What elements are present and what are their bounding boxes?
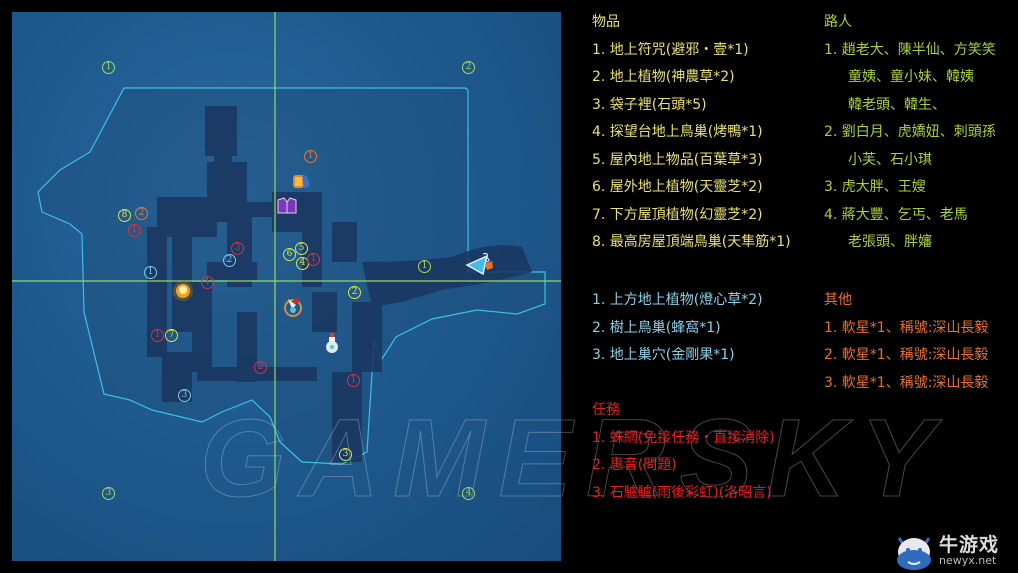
map-marker-green[interactable]: 1 bbox=[102, 61, 115, 74]
map-marker-yellow[interactable]: 2 bbox=[348, 286, 361, 299]
item-entry: 7. 下方屋頂植物(幻靈芝*2) bbox=[592, 206, 763, 223]
hidden-item-entry: 2. 樹上鳥巢(蜂窩*1) bbox=[592, 319, 721, 336]
map-marker-yellow[interactable]: 7 bbox=[165, 329, 178, 342]
people-line: 2. 劉白月、虎嬌妞、刺頭孫 bbox=[824, 124, 996, 140]
site-logo[interactable]: 牛游戏 newyx.net bbox=[893, 528, 1018, 573]
map-marker-green[interactable]: 2 bbox=[462, 61, 475, 74]
map-marker-yellow[interactable]: 5 bbox=[295, 242, 308, 255]
hidden-items-list: 1. 上方地上植物(燈心草*2) 2. 樹上鳥巢(蜂窩*1) 3. 地上巢穴(金… bbox=[592, 287, 763, 370]
map-marker-red[interactable]: 1 bbox=[128, 224, 141, 237]
npc-figure-icon[interactable] bbox=[282, 295, 304, 317]
item-entry: 8. 最高房屋頂端鳥巢(天隼筋*1) bbox=[592, 234, 791, 250]
item-entry: 2. 地上植物(神農草*2) bbox=[592, 69, 735, 85]
map-marker-red[interactable]: 1 bbox=[201, 276, 214, 289]
map-marker-green[interactable]: 1 bbox=[418, 260, 431, 273]
map-marker-red[interactable]: 1 bbox=[307, 253, 320, 266]
people-line: 童姨、童小妹、韓姨 bbox=[848, 69, 974, 85]
hidden-item-entry: 1. 上方地上植物(燈心草*2) bbox=[592, 292, 763, 308]
people-title: 路人 bbox=[824, 14, 852, 30]
other-title: 其他 bbox=[824, 292, 852, 308]
hidden-item-entry: 3. 地上巢穴(金剛果*1) bbox=[592, 347, 735, 363]
other-entry: 3. 軟星*1、稱號:深山長毅 bbox=[824, 374, 989, 391]
map-marker-red[interactable]: 1 bbox=[151, 329, 164, 342]
map-marker-cyan[interactable]: 2 bbox=[223, 254, 236, 267]
quest-entry: 2. 惠音(問題) bbox=[592, 457, 677, 473]
other-list: 其他 1. 軟星*1、稱號:深山長毅 2. 軟星*1、稱號:深山長毅 3. 軟星… bbox=[824, 287, 988, 397]
map-terrain bbox=[12, 12, 561, 561]
item-entry: 1. 地上符咒(避邪・壹*1) bbox=[592, 41, 749, 58]
item-entry: 4. 探望台地上鳥巢(烤鴨*1) bbox=[592, 124, 763, 140]
map-marker-green[interactable]: 4 bbox=[462, 487, 475, 500]
items-list: 物品 1. 地上符咒(避邪・壹*1) 2. 地上植物(神農草*2) 3. 袋子裡… bbox=[592, 9, 791, 257]
people-line: 3. 虎大胖、王嫂 bbox=[824, 179, 926, 195]
logo-name: 牛游戏 bbox=[939, 534, 1000, 556]
other-entry: 2. 軟星*1、稱號:深山長毅 bbox=[824, 347, 989, 363]
map-paths bbox=[147, 106, 532, 462]
quests-list: 任務 1. 蛛網(免接任務・直接消除) 2. 惠音(問題) 3. 石驢驢(雨後彩… bbox=[592, 397, 775, 507]
quest-entry: 3. 石驢驢(雨後彩虹)(洛昭言) bbox=[592, 484, 772, 501]
people-line: 老張頭、胖嬸 bbox=[848, 234, 932, 250]
people-line: 韓老頭、韓生、 bbox=[848, 96, 946, 113]
map-marker-yellow[interactable]: 6 bbox=[283, 248, 296, 261]
people-line: 4. 蔣大豐、乞丐、老馬 bbox=[824, 206, 968, 223]
quest-entry: 1. 蛛網(免接任務・直接消除) bbox=[592, 429, 775, 446]
item-entry: 3. 袋子裡(石頭*5) bbox=[592, 96, 707, 113]
cow-mascot-icon bbox=[897, 537, 931, 570]
map-marker-red[interactable]: 3 bbox=[231, 242, 244, 255]
map-marker-yellow[interactable]: 8 bbox=[118, 209, 131, 222]
logo-url: newyx.net bbox=[939, 554, 997, 567]
player-arrow-icon bbox=[465, 252, 497, 278]
map-marker-red[interactable]: 2 bbox=[254, 361, 267, 374]
other-entry: 1. 軟星*1、稱號:深山長毅 bbox=[824, 319, 989, 336]
quests-title: 任務 bbox=[592, 402, 620, 418]
item-entry: 5. 屋內地上物品(百葉草*3) bbox=[592, 151, 763, 168]
map-marker-orange[interactable]: 1 bbox=[304, 150, 317, 163]
items-title: 物品 bbox=[592, 14, 620, 30]
people-list: 路人 1. 趙老大、陳半仙、方笑笑 童姨、童小妹、韓姨 韓老頭、韓生、 2. 劉… bbox=[824, 9, 996, 257]
robe-armor-icon[interactable] bbox=[276, 197, 298, 215]
people-line: 小芙、石小琪 bbox=[848, 151, 932, 168]
item-entry: 6. 屋外地上植物(天靈芝*2) bbox=[592, 179, 763, 195]
map-marker-cyan[interactable]: 3 bbox=[178, 389, 191, 402]
treasure-bag-icon[interactable] bbox=[292, 172, 312, 190]
map-marker-cyan[interactable]: 1 bbox=[144, 266, 157, 279]
people-line: 1. 趙老大、陳半仙、方笑笑 bbox=[824, 41, 996, 58]
map-marker-red[interactable]: 1 bbox=[347, 374, 360, 387]
map-marker-yellow[interactable]: 3 bbox=[339, 448, 352, 461]
potion-bottle-icon[interactable] bbox=[325, 332, 339, 354]
map-marker-orange[interactable]: 2 bbox=[135, 207, 148, 220]
glowing-orb-icon[interactable] bbox=[172, 280, 194, 302]
map-marker-green[interactable]: 3 bbox=[102, 487, 115, 500]
